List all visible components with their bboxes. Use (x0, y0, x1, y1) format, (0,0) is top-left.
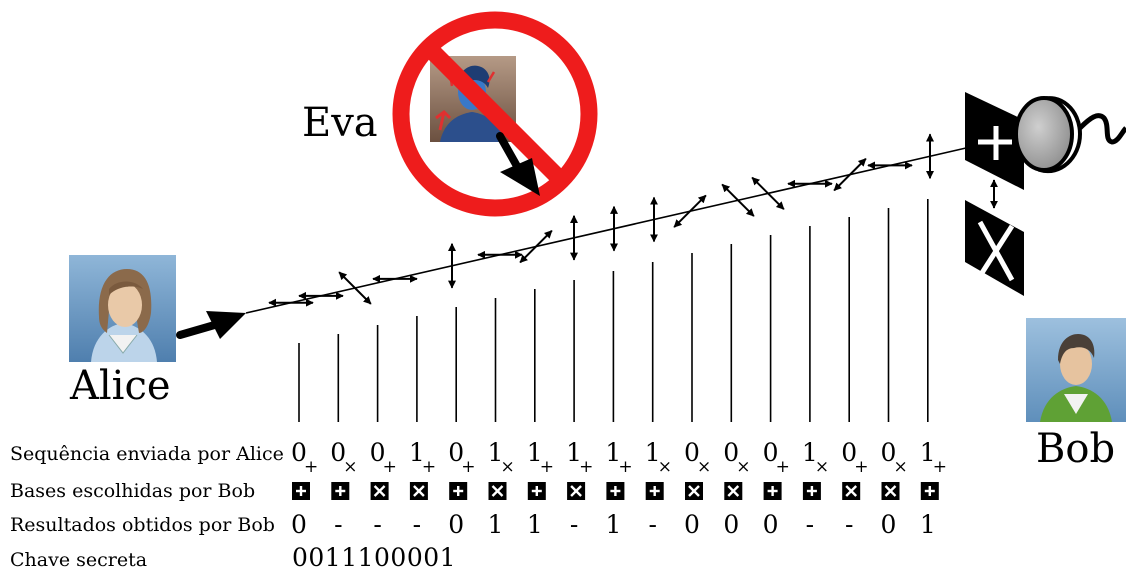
sent-basis: × (501, 457, 515, 477)
sent-bit: 0 (841, 438, 857, 467)
sent-basis: × (815, 457, 829, 477)
sent-bit: 0 (684, 438, 700, 467)
sent-basis: × (343, 457, 357, 477)
sent-basis: + (579, 457, 593, 477)
sent-bit: 1 (605, 438, 621, 467)
result-value: 1 (605, 510, 621, 539)
sent-sequence-row: 0+0×0+1+0+1×1+1+1+1×0×0×0+1×0+0×1+ (291, 438, 947, 477)
plus-basis-icon (645, 482, 664, 500)
eve-name: Eva (302, 100, 378, 146)
sent-basis: + (304, 457, 318, 477)
sent-basis: × (658, 457, 672, 477)
x-basis-icon (881, 482, 900, 500)
plus-basis-icon (292, 482, 310, 500)
photon-arrow (751, 176, 785, 210)
photon-arrow (673, 194, 707, 228)
sent-basis: × (894, 457, 908, 477)
plus-basis-icon (606, 482, 625, 500)
row-label-bases: Bases escolhidas por Bob (10, 480, 255, 502)
bob-bases-row (292, 482, 939, 500)
sent-bit: 1 (409, 438, 425, 467)
result-value: - (334, 510, 342, 539)
x-basis-icon (567, 482, 586, 500)
plus-basis-icon (920, 482, 939, 500)
sent-basis: + (422, 457, 436, 477)
row-label-key: Chave secreta (10, 549, 147, 571)
sent-bit: 0 (370, 438, 386, 467)
bob-avatar-icon (1026, 318, 1126, 422)
plus-basis-icon (331, 482, 350, 500)
sent-basis: + (776, 457, 790, 477)
result-value: - (845, 510, 853, 539)
result-value: - (648, 510, 656, 539)
result-value: - (373, 510, 381, 539)
sent-bit: 0 (763, 438, 779, 467)
result-value: - (806, 510, 814, 539)
photon-polarizations (268, 133, 934, 307)
sent-bit: 0 (291, 438, 307, 467)
result-value: - (570, 510, 578, 539)
x-basis-icon (724, 482, 743, 500)
sent-bit: 0 (723, 438, 739, 467)
plus-basis-icon (763, 482, 782, 500)
column-lines (298, 199, 929, 422)
x-basis-icon (488, 482, 507, 500)
plus-basis-icon (527, 482, 546, 500)
result-value: 1 (488, 510, 504, 539)
result-value: 0 (448, 510, 464, 539)
photon-arrow (519, 229, 553, 264)
result-value: 1 (920, 510, 936, 539)
x-basis-icon (842, 482, 861, 500)
result-value: 0 (291, 510, 307, 539)
sent-bit: 0 (881, 438, 897, 467)
sent-bit: 1 (488, 438, 504, 467)
result-value: 0 (684, 510, 700, 539)
result-value: 0 (763, 510, 779, 539)
result-value: 1 (527, 510, 543, 539)
secret-key-value: 0011100001 (292, 543, 456, 572)
sent-basis: + (618, 457, 632, 477)
result-value: 0 (723, 510, 739, 539)
sent-basis: + (540, 457, 554, 477)
row-label-sent: Sequência enviada por Alice (10, 443, 284, 465)
sent-basis: + (933, 457, 947, 477)
x-basis-icon (685, 482, 703, 500)
sent-bit: 0 (448, 438, 464, 467)
sent-bit: 1 (566, 438, 582, 467)
sent-basis: + (854, 457, 868, 477)
row-label-results: Resultados obtidos por Bob (10, 514, 275, 536)
prohibition-sign-icon (392, 11, 598, 217)
plus-basis-icon (449, 482, 468, 500)
plus-basis-icon (802, 482, 821, 500)
sent-basis: × (736, 457, 750, 477)
sent-bit: 0 (330, 438, 346, 467)
sent-bit: 1 (527, 438, 543, 467)
photon-arrow (833, 158, 867, 192)
sent-bit: 1 (645, 438, 661, 467)
eve-avatar-icon (430, 56, 516, 142)
result-value: - (413, 510, 421, 539)
alice-avatar-icon (69, 255, 176, 362)
photon-arrow (721, 183, 755, 217)
sent-basis: × (697, 457, 711, 477)
result-value: 0 (881, 510, 897, 539)
sent-basis: + (383, 457, 397, 477)
alice-name: Alice (69, 363, 171, 409)
photon-arrow (338, 271, 372, 305)
sent-bit: 1 (920, 438, 936, 467)
eve-intercept-arrow (496, 132, 540, 196)
sent-basis: + (461, 457, 475, 477)
alice-send-arrow (176, 311, 246, 339)
x-basis-icon (370, 482, 389, 500)
bob-name: Bob (1036, 426, 1115, 472)
photon-detector-icon (965, 92, 1126, 296)
sent-bit: 1 (802, 438, 818, 467)
x-basis-icon (409, 482, 428, 500)
